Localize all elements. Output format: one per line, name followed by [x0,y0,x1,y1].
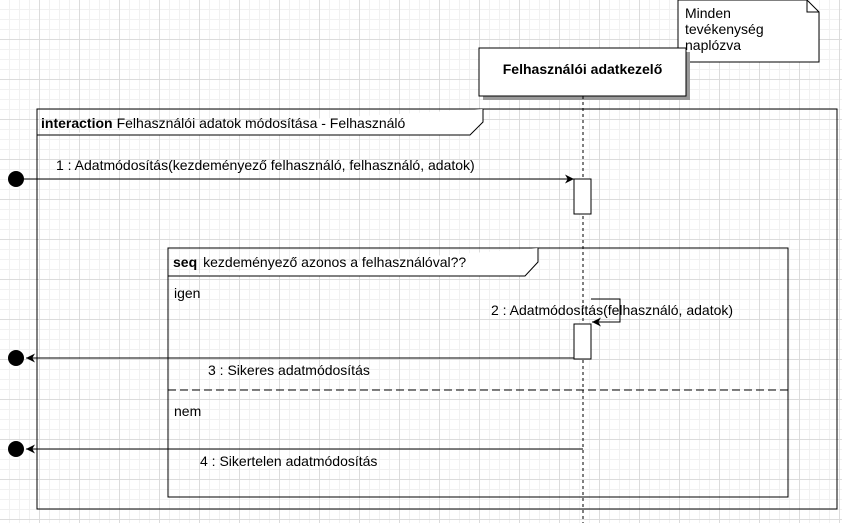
note-line-1: Minden [685,5,731,21]
operand-no-label: nem [174,403,201,419]
message-2-arrow[interactable] [591,298,621,327]
message-2: 2 : Adatmódosítás(felhasználó, adatok) [491,298,733,327]
activation-2[interactable] [573,323,592,360]
activation-1[interactable] [573,178,592,215]
message-4: 4 : Sikertelen adatmódosítás [8,441,583,469]
note-line-3: naplózva [685,37,741,53]
lifeline-head[interactable] [478,47,687,97]
message-2-label: 2 : Adatmódosítás(felhasználó, adatok) [491,302,733,318]
interaction-keyword: interaction [41,115,113,131]
message-3-label: 3 : Sikeres adatmódosítás [208,362,370,378]
seq-frame-title: seq kezdeményező azonos a felhasználóval?… [173,254,466,270]
interaction-title: Felhasználói adatok módosítása - Felhasz… [117,115,406,131]
note-line-2: tevékenység [685,21,764,37]
lifeline: Felhasználói adatkezelő [478,47,690,523]
message-1-label: 1 : Adatmódosítás(kezdeményező felhaszná… [56,157,475,173]
message-4-label: 4 : Sikertelen adatmódosítás [200,453,377,469]
operand-yes-label: igen [174,285,200,301]
note: Minden tevékenység naplózva [677,0,820,63]
seq-title: kezdeményező azonos a felhasználóval?? [203,254,466,270]
message-1: 1 : Adatmódosítás(kezdeményező felhaszná… [8,157,574,187]
seq-frame: seq kezdeményező azonos a felhasználóval?… [167,247,789,498]
lifeline-title: Felhasználói adatkezelő [503,61,663,77]
message-3: 3 : Sikeres adatmódosítás [8,350,574,378]
lost-message-dot-3 [8,350,24,366]
lost-message-dot-4 [8,441,24,457]
seq-keyword: seq [173,254,197,270]
